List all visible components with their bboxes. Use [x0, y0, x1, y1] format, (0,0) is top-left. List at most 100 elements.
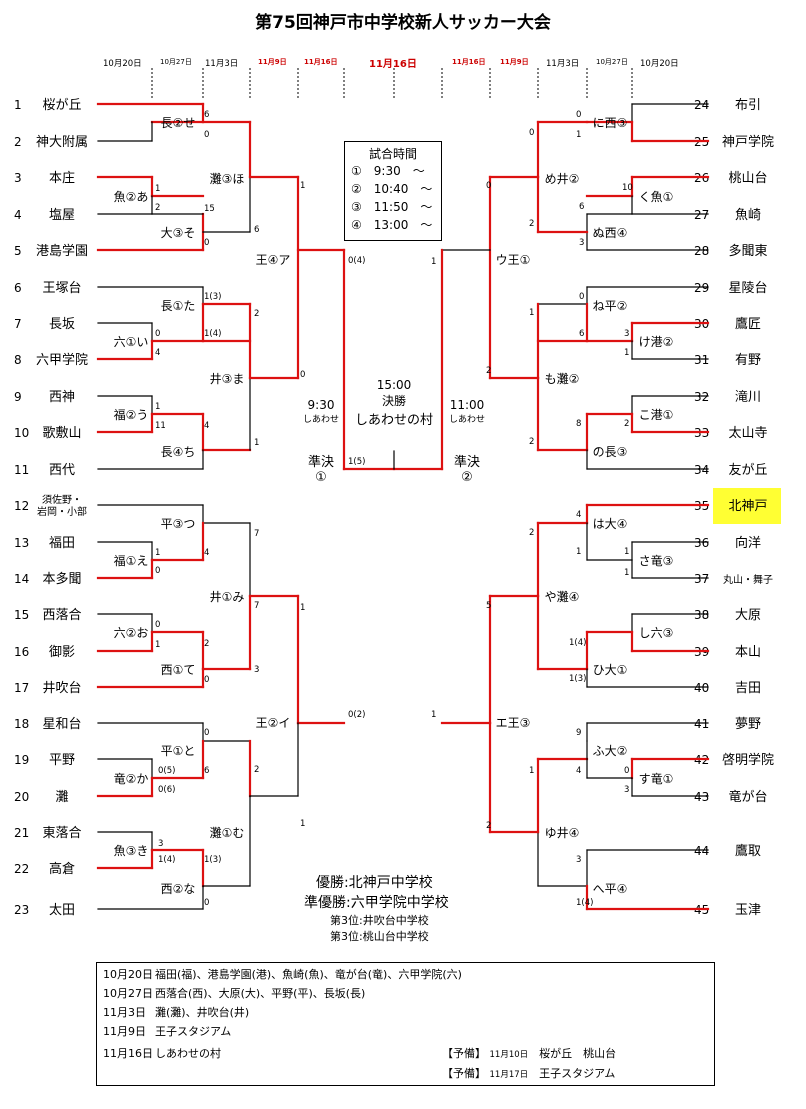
date-right-3: 11月3日 — [546, 59, 580, 69]
match-score: 0(4) — [348, 256, 365, 266]
team-name: 本庄 — [49, 170, 75, 186]
team-name: 灘 — [55, 790, 68, 805]
match-label: け港② — [639, 335, 674, 349]
legend-date: 10月27日 — [103, 987, 153, 1000]
team-name: 井吹台 — [42, 681, 81, 696]
date-left-3: 11月3日 — [205, 59, 239, 69]
match-score: 1 — [431, 257, 436, 267]
team-name: 向洋 — [735, 535, 761, 551]
team-name: 吉田 — [735, 681, 761, 696]
team-name: 歌敷山 — [42, 426, 81, 441]
match-label: し六③ — [639, 626, 674, 640]
champion-highlight — [713, 488, 781, 524]
team-number: 32 — [694, 390, 709, 404]
match-score: 15 — [204, 204, 215, 214]
team-number: 22 — [14, 862, 29, 876]
match-score: 7 — [254, 601, 259, 611]
team-name: 西代 — [49, 463, 75, 478]
match-label: こ港① — [639, 408, 674, 422]
team-name: 太山寺 — [728, 426, 767, 441]
team-name: 岩岡・小部 — [37, 505, 87, 518]
match-score: 1 — [155, 402, 160, 412]
match-label: さ竜③ — [639, 554, 674, 568]
match-score: 1(4) — [158, 855, 175, 865]
team-name: 西神 — [49, 390, 75, 405]
schedule-legend: 10月20日福田(福)、港島学園(港)、魚崎(魚)、竜が台(竜)、六甲学院(六)… — [96, 962, 715, 1086]
match-score: 1 — [576, 130, 581, 140]
team-name: 神戸学院 — [722, 134, 774, 150]
match-score: 2 — [254, 309, 259, 319]
team-name: 桃山台 — [728, 171, 767, 186]
final-info: 15:00 決勝 しあわせの村 — [344, 378, 444, 428]
date-left-2: 10月27日 — [160, 58, 192, 66]
match-score: 1 — [300, 603, 305, 613]
match-score: 1 — [300, 181, 305, 191]
match-time-row: ③ 11:50 ～ — [351, 198, 432, 215]
team-name: 塩屋 — [49, 208, 75, 223]
match-label: 魚③き — [114, 844, 149, 858]
match-score: 6 — [579, 329, 584, 339]
match-score: 1(4) — [576, 898, 593, 908]
match-score: 1(4) — [204, 329, 221, 339]
team-name: 丸山・舞子 — [723, 573, 773, 586]
match-label: 王④ア — [256, 253, 291, 267]
team-number: 8 — [14, 353, 22, 367]
match-score: 0 — [624, 766, 629, 776]
time-mark: ② — [351, 182, 362, 196]
team-number: 21 — [14, 826, 29, 840]
team-number: 4 — [14, 208, 22, 222]
match-score: 3 — [579, 238, 584, 248]
legend-date: 11月3日 — [103, 1006, 146, 1019]
semifinal-right-time: 11:00 — [449, 398, 485, 412]
team-number: 7 — [14, 317, 22, 331]
match-time-row: ① 9:30 ～ — [351, 162, 425, 179]
legend-text: しあわせの村 — [155, 1047, 221, 1060]
semifinal-left-venue: しあわせ — [302, 415, 339, 425]
team-name: 港島学園 — [36, 243, 88, 259]
match-label: 長④ち — [161, 445, 196, 459]
match-label: 西②な — [161, 882, 196, 896]
team-number: 19 — [14, 753, 29, 767]
match-score: 2 — [529, 437, 534, 447]
legend-date: 11月9日 — [103, 1025, 146, 1038]
match-label: 長②せ — [161, 116, 196, 130]
match-score: 8 — [576, 419, 581, 429]
match-score: 0 — [204, 675, 209, 685]
semifinal-right-label: 準決 — [453, 455, 480, 470]
reserve-text: 桜が丘 桃山台 — [539, 1047, 617, 1060]
match-label: 平③つ — [161, 517, 196, 531]
match-score: 1(3) — [569, 674, 586, 684]
team-number: 24 — [694, 98, 709, 112]
match-score: 0 — [155, 329, 160, 339]
match-score: 3 — [254, 665, 259, 675]
team-name: 本山 — [735, 645, 761, 660]
match-score: 1 — [624, 547, 629, 557]
match-label: 西①て — [161, 663, 196, 677]
team-name: 西落合 — [42, 608, 81, 623]
team-name: 北神戸 — [728, 499, 767, 514]
tournament-results: 優勝:北神戸中学校 準優勝:六甲学院中学校 第3位:井吹台中学校 第3位:桃山台… — [286, 872, 516, 944]
match-score: 0 — [204, 130, 209, 140]
team-number: 34 — [694, 463, 709, 477]
team-name: 竜が台 — [728, 790, 767, 805]
team-name: 鷹取 — [735, 844, 761, 859]
match-label: ね平② — [593, 299, 628, 313]
team-name: 桜が丘 — [42, 98, 81, 113]
team-name: 鷹匠 — [735, 317, 761, 332]
match-score: 4 — [204, 548, 209, 558]
date-left-4: 11月9日 — [258, 58, 287, 66]
team-number: 17 — [14, 681, 29, 695]
match-label: 大③そ — [161, 226, 196, 240]
match-score: 2 — [204, 639, 209, 649]
match-score: 1 — [155, 548, 160, 558]
team-number: 23 — [14, 903, 29, 917]
legend-text: 王子スタジアム — [155, 1025, 232, 1038]
team-name: 夢野 — [735, 717, 761, 732]
match-score: 0 — [204, 238, 209, 248]
semifinal-left-mark: ① — [315, 470, 327, 485]
team-number: 15 — [14, 608, 29, 622]
match-score: 1 — [576, 547, 581, 557]
match-score: 1(3) — [204, 292, 221, 302]
legend-row: 10月20日福田(福)、港島学園(港)、魚崎(魚)、竜が台(竜)、六甲学院(六) — [103, 966, 462, 982]
